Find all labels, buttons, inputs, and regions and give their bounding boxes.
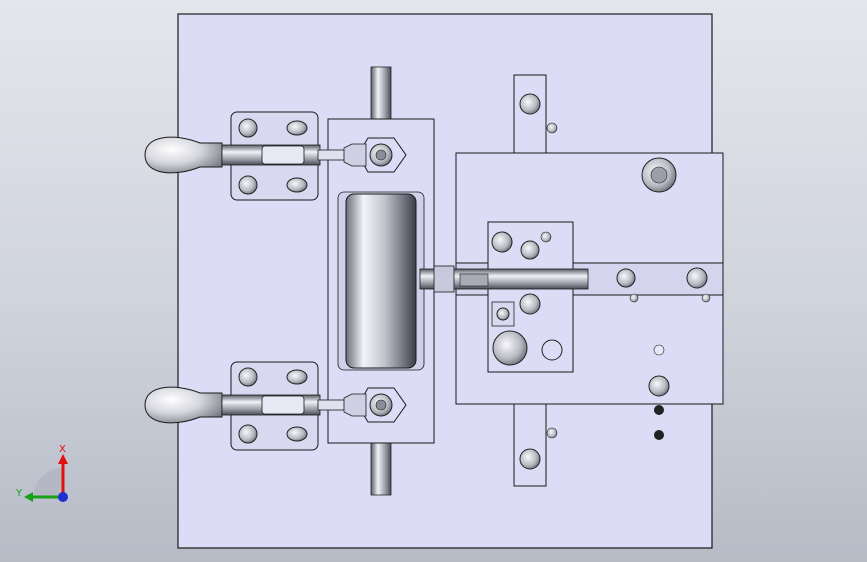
bar-screw-2[interactable] — [686, 267, 708, 289]
coordinate-triad-icon: X Y — [15, 444, 68, 502]
hex-nut-top[interactable] — [357, 137, 407, 173]
guide-rail-bottom[interactable] — [513, 403, 547, 487]
cylinder-roller[interactable] — [345, 193, 417, 369]
rod-collar — [433, 265, 455, 293]
bar-pin-2 — [701, 293, 711, 303]
plate-screw[interactable] — [648, 375, 670, 397]
insert-screw[interactable] — [496, 307, 510, 321]
toggle-clamp-top[interactable] — [144, 111, 367, 201]
pin-rail-bottom — [546, 427, 558, 439]
pin-rail-top — [546, 122, 558, 134]
block-screw-3[interactable] — [519, 293, 541, 315]
block-screw-2[interactable] — [520, 240, 540, 260]
axis-x-label: X — [59, 444, 66, 455]
rod-end — [459, 273, 489, 287]
plate-hole-2 — [654, 405, 664, 415]
block-hole — [541, 339, 563, 361]
rod-top[interactable] — [370, 66, 392, 120]
block-socket-large[interactable] — [492, 330, 528, 366]
toggle-clamp-bottom[interactable] — [144, 361, 367, 451]
hex-nut-bottom[interactable] — [357, 387, 407, 423]
axis-y-label: Y — [15, 488, 23, 499]
screw-rail-bottom[interactable] — [519, 448, 541, 470]
bar-screw-1[interactable] — [616, 268, 636, 288]
block-pin-1 — [540, 231, 552, 243]
screw-rail-top[interactable] — [519, 93, 541, 115]
hex-socket — [650, 166, 668, 184]
bar-pin — [629, 293, 639, 303]
plate-hole-1 — [653, 344, 665, 356]
rod-bottom[interactable] — [370, 442, 392, 496]
block-screw-1[interactable] — [491, 231, 513, 253]
plate-hole-3 — [654, 430, 664, 440]
